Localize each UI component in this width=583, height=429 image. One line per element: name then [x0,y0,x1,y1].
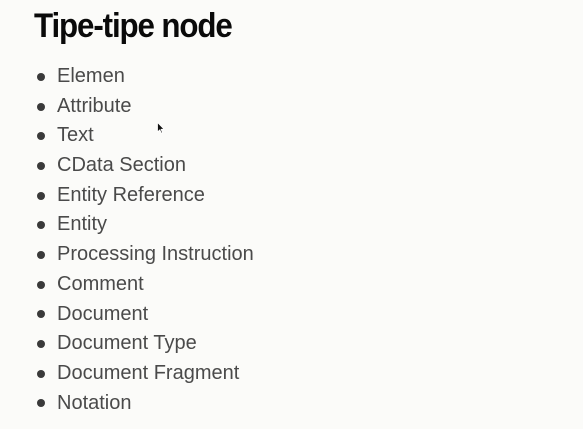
bullet-dot-icon [37,399,45,408]
bullet-dot-icon [37,102,45,111]
list-item: Entity Reference [0,181,254,211]
bullet-dot-icon [37,72,45,81]
list-item: Entity [0,210,254,240]
bullet-dot-icon [37,161,45,170]
list-item: Processing Instruction [0,240,254,270]
list-item-label: Notation [57,391,132,414]
list-item-label: Text [57,124,94,147]
list-item-label: Elemen [57,65,125,87]
node-type-list: Elemen Attribute Text CData Section Enti… [0,62,254,418]
list-item: CData Section [0,151,254,181]
list-item-label: Comment [57,272,144,295]
bullet-dot-icon [37,250,45,259]
bullet-dot-icon [37,132,45,141]
list-item: Document [0,300,254,330]
list-item-label: Document [57,302,149,325]
list-item-label: Entity [57,213,108,236]
list-item: Comment [0,270,254,300]
list-item-label: CData Section [57,154,186,177]
list-item: Elemen [0,62,254,92]
list-item: Document Type [0,329,254,359]
slide-title: Tipe-tipe node [34,7,233,45]
mouse-pointer-icon [157,122,165,134]
bullet-dot-icon [37,310,45,319]
list-item-label: Entity Reference [57,183,205,206]
bullet-dot-icon [37,221,45,230]
bullet-dot-icon [37,280,45,289]
list-item: Document Fragment [0,359,254,389]
list-item-label: Processing Instruction [57,243,254,266]
bullet-dot-icon [37,369,45,378]
list-item: Attribute [0,92,254,122]
list-item-label: Document Fragment [57,361,240,384]
list-item-label: Attribute [57,94,132,117]
list-item: Text [0,121,254,151]
list-item: Notation [0,389,254,419]
bullet-dot-icon [37,191,45,200]
list-item-label: Document Type [57,332,197,355]
bullet-dot-icon [37,340,45,349]
